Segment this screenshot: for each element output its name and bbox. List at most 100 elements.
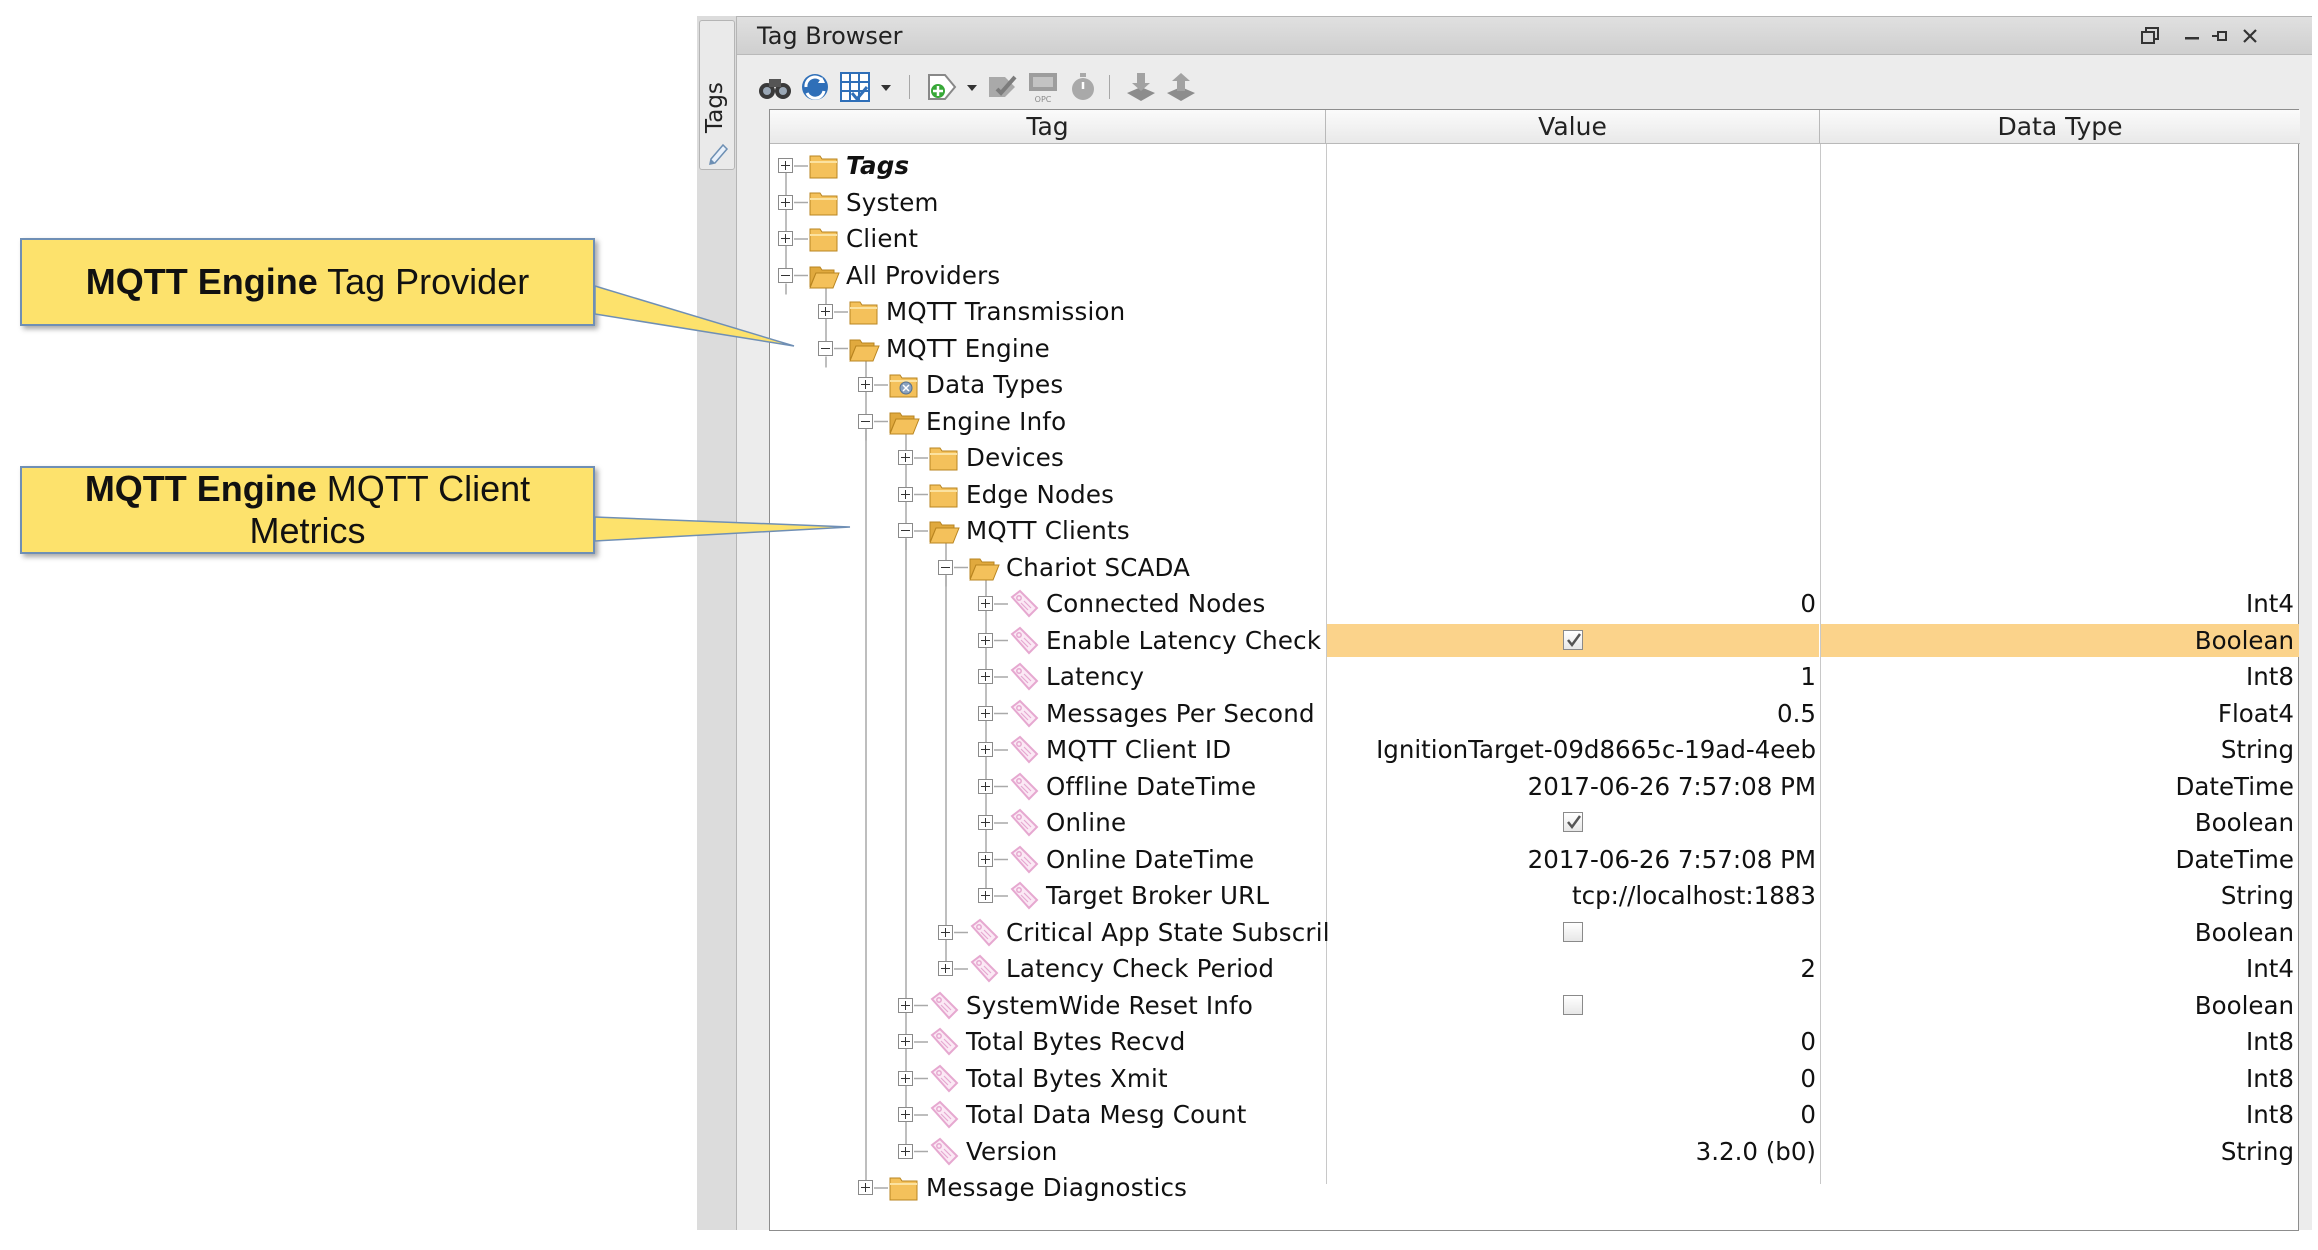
tag-name[interactable]: Version <box>966 1136 1058 1166</box>
tag-name[interactable]: Online DateTime <box>1046 844 1255 874</box>
tag-name[interactable]: All Providers <box>846 260 1001 290</box>
pin-icon[interactable] <box>2207 23 2233 49</box>
binoculars-icon[interactable] <box>757 69 793 105</box>
tag-tree-row[interactable]: Engine Info <box>770 405 2300 441</box>
checkbox-checked[interactable] <box>1563 629 1583 650</box>
expand-toggle-icon[interactable] <box>898 1070 913 1086</box>
tag-name[interactable]: Target Broker URL <box>1046 881 1270 910</box>
expand-toggle-icon[interactable] <box>898 1034 913 1049</box>
tag-tree-row[interactable]: MQTT Transmission <box>770 295 2300 331</box>
opc-icon[interactable]: OPC <box>1025 69 1061 105</box>
panel-titlebar[interactable]: Tag Browser <box>737 17 2312 55</box>
expand-toggle-icon[interactable] <box>978 742 993 757</box>
tag-tree-row[interactable]: MQTT Engine <box>770 332 2300 368</box>
tag-name[interactable]: Latency Check Period <box>1006 954 1275 983</box>
collapse-toggle-icon[interactable] <box>778 267 793 283</box>
tag-name[interactable]: Devices <box>966 443 1064 472</box>
tag-tree-row[interactable]: Tags <box>770 149 2300 185</box>
tag-name[interactable]: System <box>846 187 939 217</box>
expand-toggle-icon[interactable] <box>978 632 993 648</box>
tag-name[interactable]: Critical App State Subscril <box>1006 917 1330 947</box>
expand-toggle-icon[interactable] <box>978 669 993 684</box>
collapse-toggle-icon[interactable] <box>858 413 873 429</box>
tag-name[interactable]: MQTT Clients <box>966 516 1130 545</box>
tag-name[interactable]: Client <box>846 224 919 253</box>
expand-toggle-icon[interactable] <box>978 778 993 794</box>
tag-name[interactable]: Messages Per Second <box>1046 698 1315 728</box>
tag-name[interactable]: MQTT Client ID <box>1046 735 1232 764</box>
refresh-globe-icon[interactable] <box>797 69 833 105</box>
expand-toggle-icon[interactable] <box>978 851 993 867</box>
expand-toggle-icon[interactable] <box>978 596 993 611</box>
expand-toggle-icon[interactable] <box>898 486 913 502</box>
expand-toggle-icon[interactable] <box>778 231 793 246</box>
tag-name[interactable]: Total Bytes Xmit <box>966 1063 1168 1093</box>
column-header-value[interactable]: Value <box>1326 110 1820 144</box>
tag-tree-row[interactable]: Message Diagnostics <box>770 1171 2300 1207</box>
expand-toggle-icon[interactable] <box>978 888 993 903</box>
side-tab-tags[interactable]: Tags <box>699 20 735 170</box>
collapse-toggle-icon[interactable] <box>938 559 953 575</box>
expand-toggle-icon[interactable] <box>898 1107 913 1122</box>
tag-name[interactable]: Total Bytes Recvd <box>966 1027 1186 1056</box>
expand-toggle-icon[interactable] <box>978 815 993 830</box>
checkbox-unchecked[interactable] <box>1563 994 1583 1015</box>
tag-tree-row[interactable]: Data Types <box>770 368 2300 404</box>
import-icon[interactable] <box>1123 69 1159 105</box>
tag-name[interactable]: Edge Nodes <box>966 479 1115 509</box>
column-header-data-type[interactable]: Data Type <box>1820 110 2300 144</box>
dropdown-arrow-icon[interactable] <box>877 69 895 105</box>
collapse-toggle-icon[interactable] <box>818 340 833 356</box>
tag-tree-row[interactable]: MQTT Clients <box>770 514 2300 550</box>
expand-toggle-icon[interactable] <box>938 961 953 976</box>
tag-name[interactable]: Chariot SCADA <box>1006 552 1191 582</box>
tag-name[interactable]: Tags <box>846 151 910 180</box>
checkbox-unchecked[interactable] <box>1563 921 1583 942</box>
tag-name[interactable]: MQTT Transmission <box>886 297 1126 326</box>
tag-name[interactable]: Online <box>1046 808 1127 837</box>
expand-toggle-icon[interactable] <box>778 158 793 173</box>
add-tag-icon[interactable] <box>923 69 959 105</box>
tag-name[interactable]: Total Data Mesg Count <box>966 1100 1247 1129</box>
table-grid-icon[interactable] <box>837 69 873 105</box>
expand-toggle-icon[interactable] <box>978 705 993 721</box>
tag-name[interactable]: Engine Info <box>926 406 1067 436</box>
dropdown-arrow-icon[interactable] <box>963 69 981 105</box>
timer-icon[interactable] <box>1065 69 1101 105</box>
expand-toggle-icon[interactable] <box>858 1180 873 1195</box>
tag-name[interactable]: Connected Nodes <box>1046 589 1266 618</box>
tag-name[interactable]: Enable Latency Check <box>1046 625 1322 655</box>
tag-tree-row[interactable]: Chariot SCADA <box>770 551 2300 587</box>
tag-tree-row[interactable]: Devices <box>770 441 2300 477</box>
expand-toggle-icon[interactable] <box>938 924 953 940</box>
export-icon[interactable] <box>1163 69 1199 105</box>
column-header-tag[interactable]: Tag <box>770 110 1326 144</box>
tag-name[interactable]: Data Types <box>926 370 1064 399</box>
expand-toggle-icon[interactable] <box>898 997 913 1013</box>
tag-edit-icon[interactable] <box>985 69 1021 105</box>
collapse-toggle-icon[interactable] <box>898 523 913 538</box>
tag-name[interactable]: Latency <box>1046 662 1145 691</box>
tag-tree-row[interactable]: System <box>770 186 2300 222</box>
tag-tree-row[interactable]: Client <box>770 222 2300 258</box>
tag-name[interactable]: Message Diagnostics <box>926 1173 1188 1202</box>
tag-tree-row[interactable]: All Providers <box>770 259 2300 295</box>
expand-toggle-icon[interactable] <box>898 1143 913 1159</box>
restore-icon[interactable] <box>2137 23 2163 49</box>
expand-toggle-icon[interactable] <box>818 304 833 319</box>
